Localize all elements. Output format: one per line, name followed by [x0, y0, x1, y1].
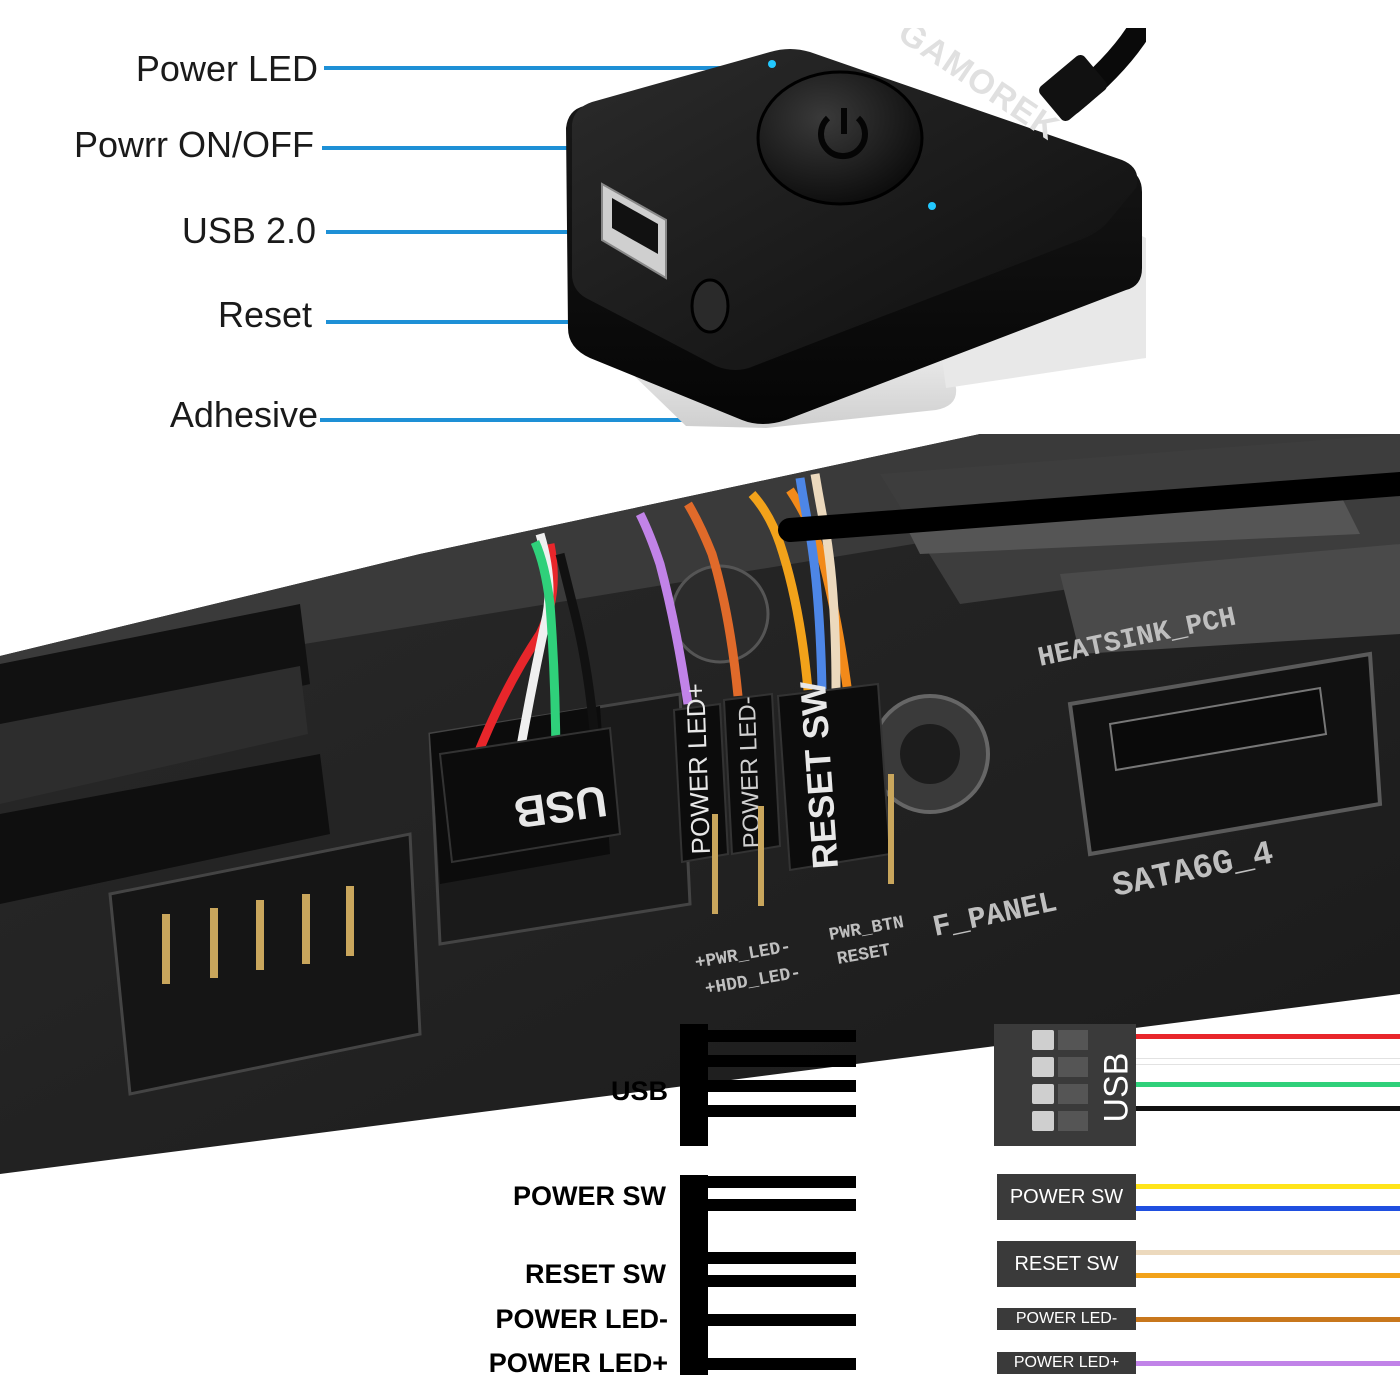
wire-power-sw-blue	[1136, 1206, 1400, 1211]
comb-tooth	[708, 1358, 856, 1370]
usb-pin	[1032, 1057, 1054, 1077]
pin-label-power-led-plus: POWER LED+	[488, 1348, 668, 1378]
pin-label-usb: USB	[610, 1076, 668, 1106]
callout-line	[326, 320, 718, 324]
wire-reset-sw-beige	[1136, 1250, 1400, 1255]
usb-slot	[1058, 1057, 1088, 1077]
callout-label: Powrr ON/OFF	[74, 124, 314, 165]
comb-spine	[680, 1175, 708, 1375]
callout-line	[326, 230, 614, 234]
wire-power-led-minus	[1136, 1317, 1400, 1322]
callout-label: Adhesive	[169, 394, 318, 435]
comb-tooth	[708, 1199, 856, 1211]
callout-line	[320, 418, 760, 422]
comb-tooth	[708, 1055, 856, 1067]
callout-label: USB 2.0	[181, 210, 316, 251]
comb-spine	[680, 1024, 708, 1146]
comb-tooth	[708, 1275, 856, 1287]
connector-power-sw: POWER SW	[997, 1174, 1136, 1220]
pin-label-reset-sw: RESET SW	[524, 1259, 666, 1289]
board-label-power-led-plus: POWER LED+	[680, 683, 716, 855]
comb-tooth	[708, 1030, 856, 1042]
wire-reset-sw-orange	[1136, 1273, 1400, 1278]
connector-usb: USB	[994, 1024, 1136, 1146]
callout-line	[324, 66, 764, 70]
usb-pin	[1032, 1111, 1054, 1131]
callout-line	[322, 146, 784, 150]
comb-tooth	[708, 1252, 856, 1264]
pin-label-power-sw: POWER SW	[513, 1181, 666, 1211]
connector-usb-label: USB	[1097, 1052, 1136, 1123]
connector-power-led-plus: POWER LED+	[997, 1352, 1136, 1374]
callout-label: Power LED	[135, 48, 318, 89]
motherboard-photo: USB POWER LED+ POWER LED- RESET SW HEATS…	[0, 434, 1400, 1174]
comb-tooth	[708, 1176, 856, 1188]
usb-slot	[1058, 1111, 1088, 1131]
comb-tooth	[708, 1105, 856, 1117]
wire-usb-white	[1136, 1058, 1400, 1065]
usb-slot	[1058, 1084, 1088, 1104]
callout-label: Reset	[217, 294, 312, 335]
comb-tooth	[708, 1080, 856, 1092]
usb-pin-column	[1032, 1030, 1054, 1140]
usb-pin-column	[1058, 1030, 1088, 1140]
wire-usb-red	[1136, 1034, 1400, 1039]
connector-power-led-minus: POWER LED-	[997, 1308, 1136, 1330]
comb-tooth	[708, 1314, 856, 1326]
wire-power-led-plus	[1136, 1361, 1400, 1366]
power-switch-device: GAMOREK	[566, 28, 1146, 428]
wire-usb-green	[1136, 1082, 1400, 1087]
usb-pin	[1032, 1030, 1054, 1050]
connector-reset-sw: RESET SW	[997, 1241, 1136, 1287]
wire-power-sw-yellow	[1136, 1184, 1400, 1189]
usb-pin	[1032, 1084, 1054, 1104]
usb-slot	[1058, 1030, 1088, 1050]
pin-label-power-led-minus: POWER LED-	[495, 1304, 669, 1334]
wire-usb-black	[1136, 1106, 1400, 1111]
